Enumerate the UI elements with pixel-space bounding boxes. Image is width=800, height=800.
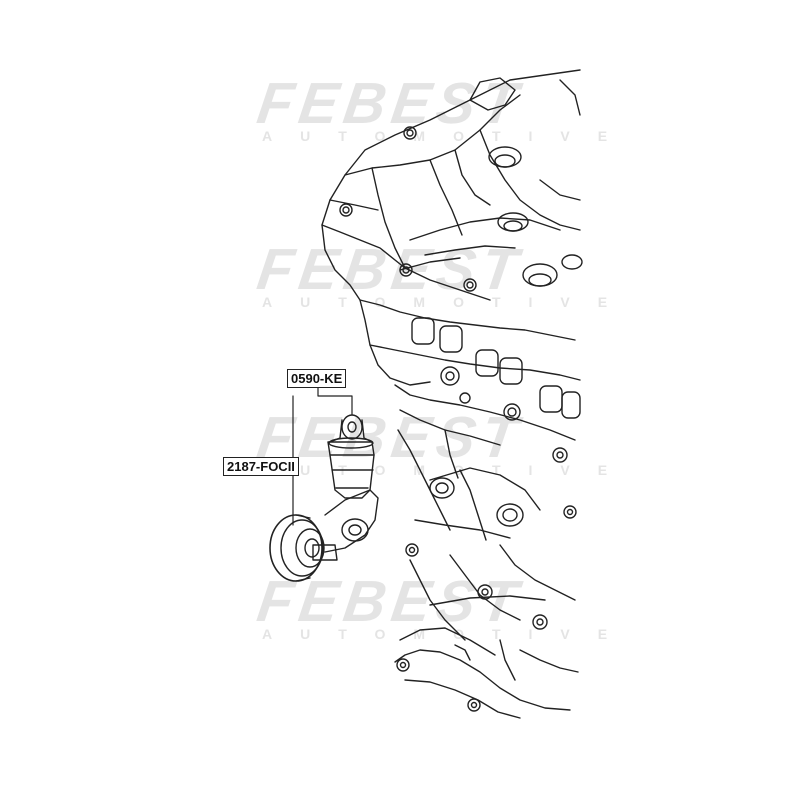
engine-block-side — [359, 299, 581, 719]
tensioner-damper — [327, 414, 375, 499]
leader-lines — [292, 386, 353, 526]
tensioner-pulley-assembly — [269, 489, 379, 582]
pulley-part-number[interactable]: 2187-FOCII — [223, 457, 299, 476]
cylinder-head — [321, 69, 583, 386]
tensioner-part-number[interactable]: 0590-KE — [287, 369, 347, 388]
